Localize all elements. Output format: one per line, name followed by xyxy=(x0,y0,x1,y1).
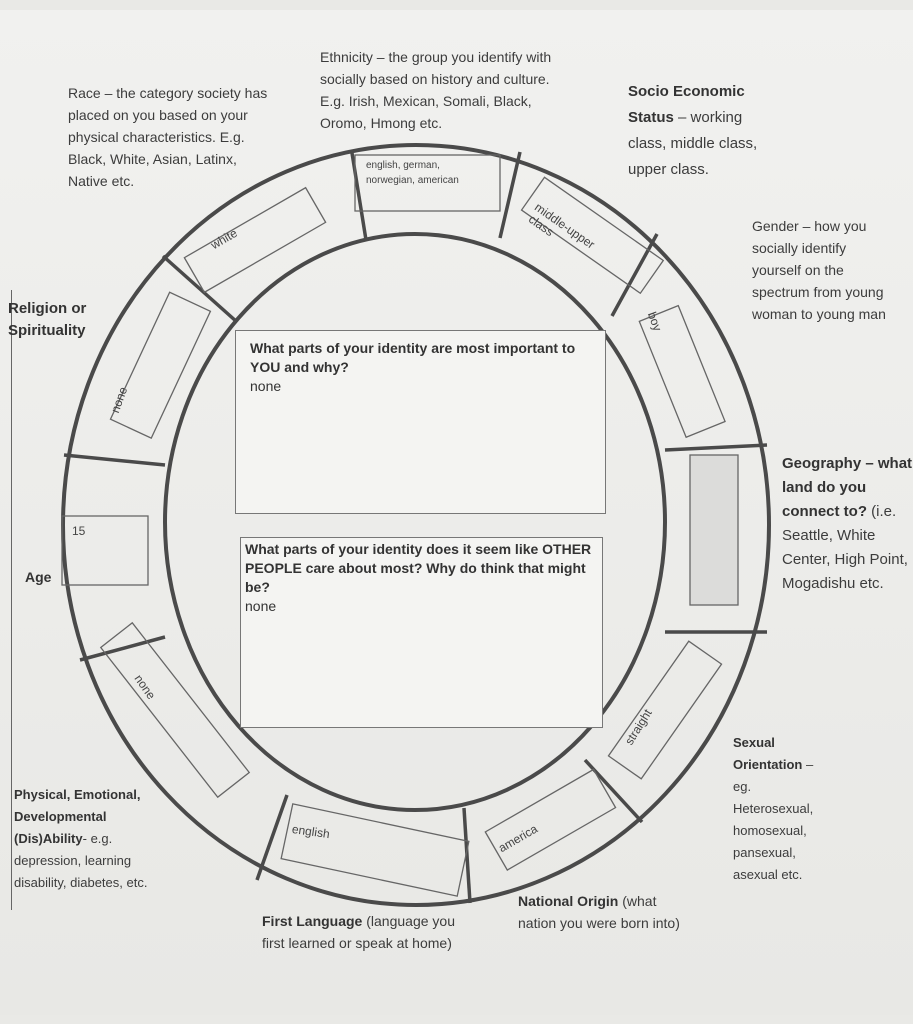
race-answer-box xyxy=(183,186,327,294)
label-title: Sexual Orientation xyxy=(733,735,803,772)
question-answer[interactable]: none xyxy=(245,598,277,614)
label-description: – eg. Heterosexual, homosexual, pansexua… xyxy=(733,757,814,882)
label-title: Ethnicity xyxy=(320,49,373,65)
national-origin-answer-box xyxy=(484,768,617,871)
label-description: (i.e. Seattle, White Center, High Point,… xyxy=(782,503,908,592)
ethnicity-answer-box xyxy=(354,154,501,212)
age-answer[interactable]: 15 xyxy=(72,524,86,538)
age-answer-box xyxy=(61,515,149,586)
label-description: (what nation you were born into) xyxy=(518,893,680,931)
wheel-inner-ring xyxy=(163,232,667,812)
question-answer[interactable]: none xyxy=(250,378,282,394)
label-description: – how you socially identify yourself on … xyxy=(752,218,886,322)
gender-answer-box xyxy=(638,304,726,439)
question-box-other-people-care[interactable]: What parts of your identity does it seem… xyxy=(240,537,603,728)
label-age: Age xyxy=(25,566,51,588)
label-ses: Socio Economic Status – working class, m… xyxy=(628,79,768,183)
geography-answer-box xyxy=(689,454,739,606)
first-language-answer-box xyxy=(280,803,470,897)
label-title: First Language xyxy=(262,913,363,929)
label-ability: Physical, Emotional, Developmental (Dis)… xyxy=(14,784,164,894)
label-description: – the category society has placed on you… xyxy=(68,85,268,189)
ethnicity-answer-line1[interactable]: english, german, xyxy=(366,160,440,171)
label-gender: Gender – how you socially identify yours… xyxy=(752,215,897,325)
label-title: National Origin xyxy=(518,893,619,909)
label-title: Religion or Spirituality xyxy=(8,300,87,339)
label-sexual-orientation: Sexual Orientation – eg. Heterosexual, h… xyxy=(733,732,833,886)
question-prompt: What parts of your identity does it seem… xyxy=(245,541,592,595)
label-ethnicity: Ethnicity – the group you identify with … xyxy=(320,46,560,134)
sexual-orientation-answer-box xyxy=(607,640,723,780)
label-national-origin: National Origin (what nation you were bo… xyxy=(518,890,693,934)
label-description: – the group you identify with socially b… xyxy=(320,49,552,131)
page-edge-line xyxy=(11,290,12,910)
label-race: Race – the category society has placed o… xyxy=(68,82,278,192)
label-title: Age xyxy=(25,569,52,585)
label-title: Physical, Emotional, Developmental (Dis)… xyxy=(14,787,141,846)
label-title: Geography – what land do you connect to? xyxy=(782,455,913,520)
label-title: Race xyxy=(68,85,101,101)
wheel-spokes xyxy=(63,151,768,904)
ethnicity-answer-line2[interactable]: norwegian, american xyxy=(366,175,459,186)
question-prompt: What parts of your identity are most imp… xyxy=(250,340,576,375)
label-description: – working class, middle class, upper cla… xyxy=(628,109,758,178)
question-box-important-to-you[interactable]: What parts of your identity are most imp… xyxy=(235,330,606,514)
label-geography: Geography – what land do you connect to?… xyxy=(782,452,913,596)
label-description: - e.g. depression, learning disability, … xyxy=(14,831,148,890)
label-description: (language you first learned or speak at … xyxy=(262,913,455,951)
wheel-outer-ring xyxy=(61,143,771,907)
label-religion: Religion or Spirituality xyxy=(8,298,108,342)
label-first-language: First Language (language you first learn… xyxy=(262,910,462,954)
ability-answer-box xyxy=(99,621,251,799)
label-title: Gender xyxy=(752,218,799,234)
label-title: Socio Economic Status xyxy=(628,83,745,126)
religion-answer-box xyxy=(109,291,212,440)
ses-answer-box xyxy=(520,176,665,295)
